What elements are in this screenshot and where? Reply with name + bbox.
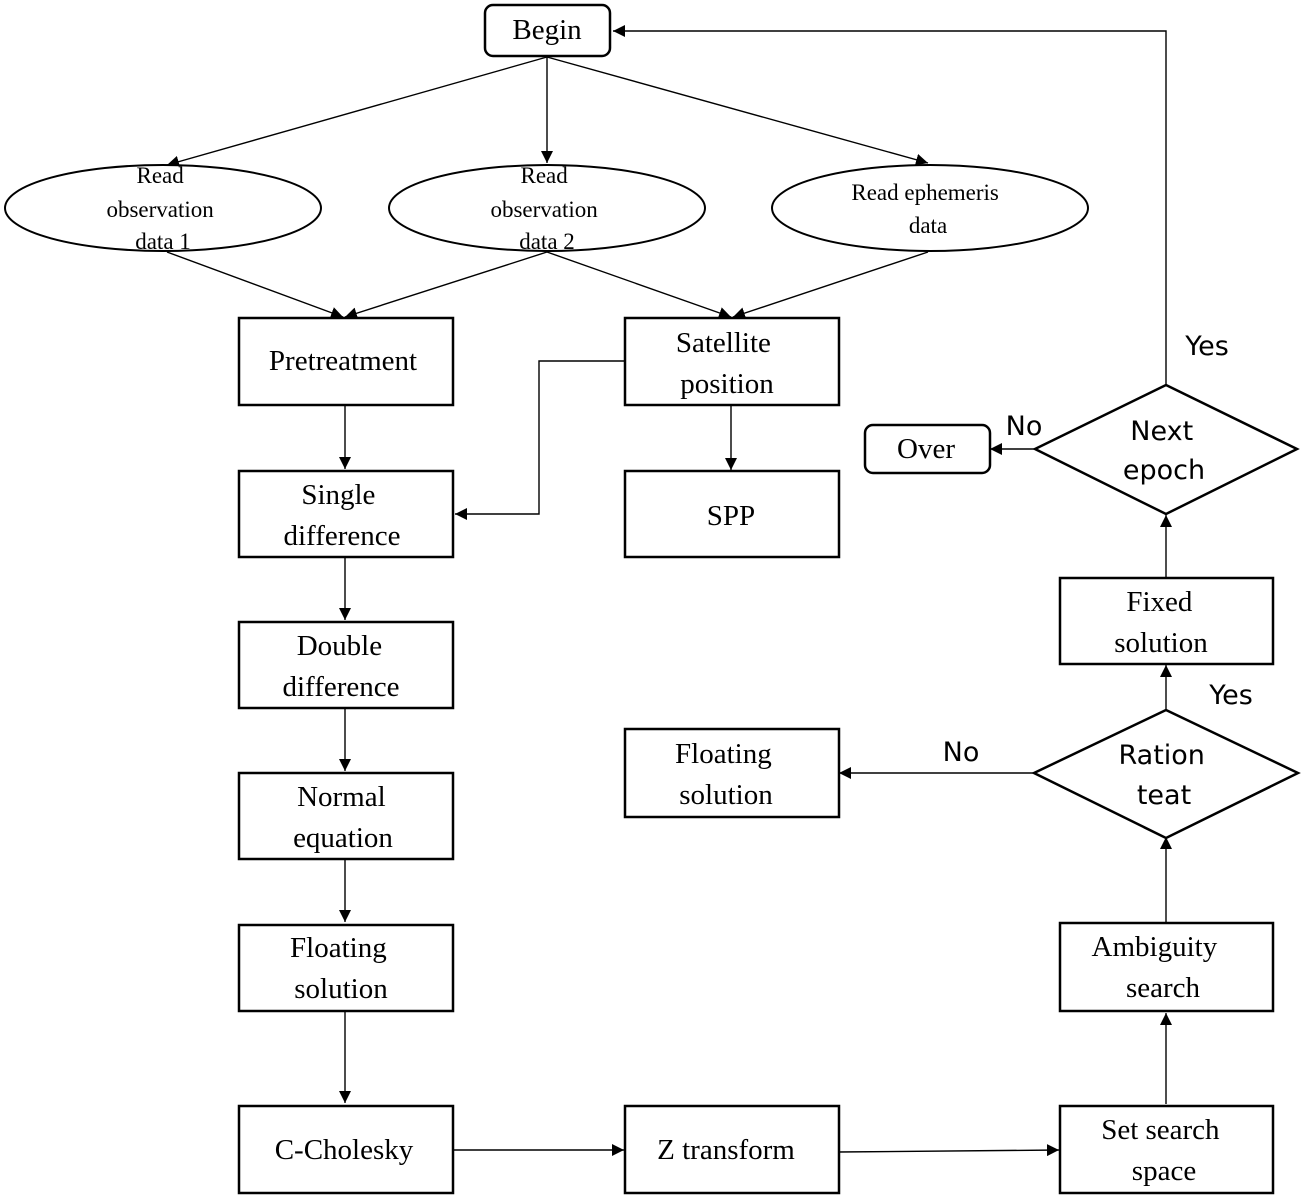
- single-difference-label: Single difference: [284, 479, 401, 552]
- begin-node: Begin: [483, 3, 612, 58]
- begin-label: Begin: [512, 14, 582, 46]
- read-ephemeris-node: Read ephemeris data: [771, 164, 1089, 252]
- c-cholesky-label: C-Cholesky: [275, 1134, 414, 1166]
- ration-test-decision: Ration teat: [1031, 708, 1301, 840]
- set-search-space-node: Set search space: [1058, 1104, 1275, 1195]
- z-transform-label: Z transform: [657, 1134, 795, 1166]
- edge-label-next-epoch-no: No: [1006, 411, 1043, 442]
- over-label: Over: [897, 433, 955, 465]
- edges: [166, 25, 1172, 1157]
- satellite-position-node: Satellite position: [623, 316, 841, 407]
- edge-nextepoch-begin-yes: [613, 25, 1167, 384]
- next-epoch-decision: Next epoch: [1032, 383, 1300, 516]
- read-eph-label: Read ephemeris data: [851, 180, 1004, 238]
- normal-equation-label: Normal equation: [293, 781, 393, 854]
- floating-solution-right-node: Floating solution: [623, 727, 841, 819]
- read-obs2-label: Read observation data 2: [490, 163, 603, 254]
- z-transform-node: Z transform: [623, 1104, 841, 1195]
- ambiguity-search-node: Ambiguity search: [1058, 921, 1275, 1013]
- floating-solution-left-label: Floating solution: [290, 932, 394, 1005]
- edge-label-next-epoch-yes: Yes: [1184, 331, 1229, 362]
- read-obs1-label: Read observation data 1: [106, 163, 219, 254]
- floating-solution-left-node: Floating solution: [237, 923, 455, 1013]
- read-observation-data-1-node: Read observation data 1: [4, 163, 322, 254]
- floating-solution-right-label: Floating solution: [675, 738, 779, 811]
- pretreatment-label: Pretreatment: [269, 345, 417, 377]
- next-epoch-label: Next epoch: [1123, 416, 1205, 486]
- double-difference-label: Double difference: [283, 630, 400, 703]
- double-difference-node: Double difference: [237, 620, 455, 710]
- edge-obs2-satellite: [546, 251, 732, 319]
- spp-node: SPP: [623, 469, 841, 559]
- edge-label-ration-no: No: [943, 737, 980, 768]
- over-node: Over: [863, 423, 992, 475]
- edge-begin-read-eph: [546, 56, 929, 166]
- edge-satellite-single: [455, 360, 625, 520]
- edge-z-setsearch: [837, 1144, 1060, 1157]
- normal-equation-node: Normal equation: [237, 771, 455, 861]
- c-cholesky-node: C-Cholesky: [237, 1104, 455, 1195]
- pretreatment-node: Pretreatment: [237, 316, 455, 407]
- satellite-position-label: Satellite position: [676, 327, 778, 400]
- ambiguity-search-label: Ambiguity search: [1092, 931, 1225, 1004]
- edge-label-ration-yes: Yes: [1208, 680, 1253, 711]
- single-difference-node: Single difference: [237, 469, 455, 559]
- edge-obs2-pretreatment: [344, 251, 548, 320]
- spp-label: SPP: [707, 500, 755, 532]
- edge-eph-satellite: [732, 251, 929, 319]
- set-search-space-label: Set search space: [1101, 1114, 1227, 1187]
- read-observation-data-2-node: Read observation data 2: [388, 163, 706, 254]
- edge-begin-read-obs1: [166, 56, 548, 168]
- fixed-solution-label: Fixed solution: [1114, 586, 1208, 659]
- ration-test-label: Ration teat: [1118, 740, 1213, 811]
- edge-obs1-pretreatment: [166, 251, 344, 319]
- fixed-solution-node: Fixed solution: [1058, 576, 1275, 666]
